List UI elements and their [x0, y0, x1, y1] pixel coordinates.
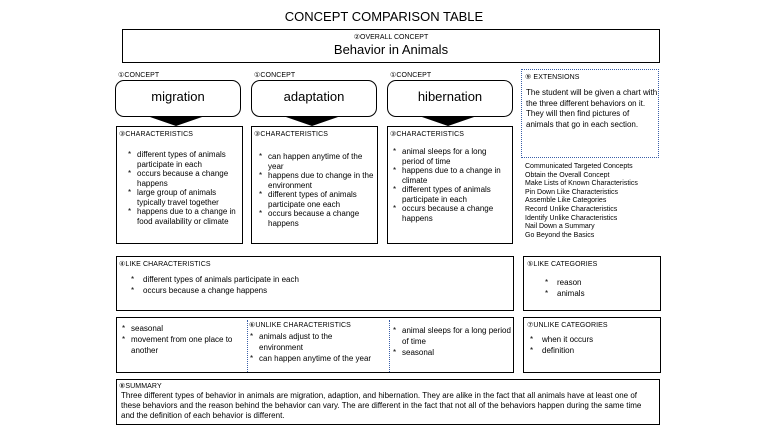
list-item: animal sleeps for a long period of time — [393, 147, 509, 166]
like-characteristics-label: ④LIKE CHARACTERISTICS — [119, 261, 211, 268]
list-item: occurs because a change happens — [393, 204, 509, 223]
arrow-down-icon — [422, 117, 474, 126]
like-categories-label: ⑤LIKE CATEGORIES — [527, 261, 598, 268]
unlike-categories-label: ⑦UNLIKE CATEGORIES — [527, 322, 608, 329]
list-item: animals — [545, 288, 585, 299]
concept-box-hibernation: hibernation — [387, 80, 513, 117]
unlike-categories-box: ⑦UNLIKE CATEGORIES when it occurs defini… — [523, 317, 661, 373]
arrow-down-icon — [150, 117, 202, 126]
concept-box-adaptation: adaptation — [251, 80, 377, 117]
list-item: occurs because a change happens — [128, 169, 240, 188]
unlike-divider-right — [389, 320, 390, 372]
list-item: can happen anytime of the year — [250, 353, 378, 364]
list-item: Pin Down Like Characteristics — [525, 188, 618, 196]
summary-text: Three different types of behavior in ani… — [121, 391, 642, 420]
unlike-characteristics-label: ⑥UNLIKE CHARACTERISTICS — [249, 322, 351, 329]
unlike-categories-list: when it occurs definition — [530, 334, 593, 356]
unlike-list-middle: animals adjust to the environment can ha… — [250, 331, 378, 364]
list-item: different types of animals participate i… — [128, 150, 240, 169]
characteristics-list-2: can happen anytime of the year happens d… — [259, 152, 375, 228]
list-item: Identify Unlike Characteristics — [525, 214, 618, 222]
overall-concept-label: ②OVERALL CONCEPT — [353, 34, 429, 41]
list-item: Record Unlike Characteristics — [525, 205, 618, 213]
extensions-box: ⑨ EXTENSIONS The student will be given a… — [521, 69, 659, 158]
like-characteristics-list: different types of animals participate i… — [131, 274, 501, 296]
list-item: happens due to change in the environment — [259, 171, 375, 190]
concept-label-2: ①CONCEPT — [254, 72, 296, 79]
list-item: reason — [545, 277, 585, 288]
like-categories-list: reason animals — [545, 277, 585, 299]
routine-steps-list: Communicated Targeted Concepts Obtain th… — [525, 163, 638, 240]
unlike-list-left: seasonal movement from one place to anot… — [122, 323, 240, 356]
list-item: definition — [530, 345, 593, 356]
list-item: Make Lists of Known Characteristics — [525, 180, 638, 188]
overall-concept-value: Behavior in Animals — [333, 42, 449, 57]
list-item: different types of animals participate o… — [259, 190, 375, 209]
characteristics-box-2: ③CHARACTERISTICS can happen anytime of t… — [251, 126, 378, 244]
list-item: seasonal — [393, 347, 511, 358]
characteristics-box-1: ③CHARACTERISTICS different types of anim… — [116, 126, 243, 244]
characteristics-list-3: animal sleeps for a long period of time … — [393, 147, 509, 223]
concept-label-3: ①CONCEPT — [390, 72, 432, 79]
concept-label-1: ①CONCEPT — [118, 72, 160, 79]
overall-concept-box: ②OVERALL CONCEPT Behavior in Animals — [122, 29, 660, 63]
concept-value-1: migration — [151, 89, 205, 104]
concept-value-3: hibernation — [417, 89, 483, 104]
list-item: Obtain the Overall Concept — [525, 171, 610, 179]
concept-box-migration: migration — [115, 80, 241, 117]
list-item: Assemble Like Categories — [525, 197, 607, 205]
summary-box: ⑧SUMMARY Three different types of behavi… — [116, 379, 660, 425]
list-item: movement from one place to another — [122, 334, 240, 356]
unlike-divider-left — [247, 320, 248, 372]
list-item: happens due to a change in climate — [393, 166, 509, 185]
characteristics-box-3: ③CHARACTERISTICS animal sleeps for a lon… — [387, 126, 513, 244]
list-item: seasonal — [122, 323, 240, 334]
like-characteristics-box: ④LIKE CHARACTERISTICS different types of… — [116, 256, 514, 311]
characteristics-label-1: ③CHARACTERISTICS — [119, 131, 193, 138]
list-item: animal sleeps for a long period of time — [393, 325, 511, 347]
list-item: when it occurs — [530, 334, 593, 345]
list-item: occurs because a change happens — [131, 285, 501, 296]
list-item: can happen anytime of the year — [259, 152, 375, 171]
list-item: different types of animals participate i… — [131, 274, 501, 285]
like-categories-box: ⑤LIKE CATEGORIES reason animals — [523, 256, 661, 311]
list-item: happens due to a change in food availabi… — [128, 207, 240, 226]
list-item: Communicated Targeted Concepts — [525, 163, 633, 170]
characteristics-label-3: ③CHARACTERISTICS — [390, 131, 464, 138]
list-item: different types of animals participate i… — [393, 185, 509, 204]
unlike-list-right: animal sleeps for a long period of time … — [393, 325, 511, 358]
page-title: CONCEPT COMPARISON TABLE — [284, 9, 484, 24]
extensions-label: ⑨ EXTENSIONS — [525, 74, 580, 81]
characteristics-label-2: ③CHARACTERISTICS — [254, 131, 328, 138]
extensions-text: The student will be given a chart with t… — [526, 88, 658, 129]
arrow-down-icon — [286, 117, 338, 126]
concept-value-2: adaptation — [283, 89, 345, 104]
list-item: large group of animals typically travel … — [128, 188, 240, 207]
unlike-characteristics-box: seasonal movement from one place to anot… — [116, 317, 514, 373]
list-item: Nail Down a Summary — [525, 223, 595, 231]
list-item: occurs because a change happens — [259, 209, 375, 228]
characteristics-list-1: different types of animals participate i… — [128, 150, 240, 226]
list-item: Go Beyond the Basics — [525, 231, 595, 239]
list-item: animals adjust to the environment — [250, 331, 378, 353]
summary-label: ⑧SUMMARY — [119, 383, 162, 390]
